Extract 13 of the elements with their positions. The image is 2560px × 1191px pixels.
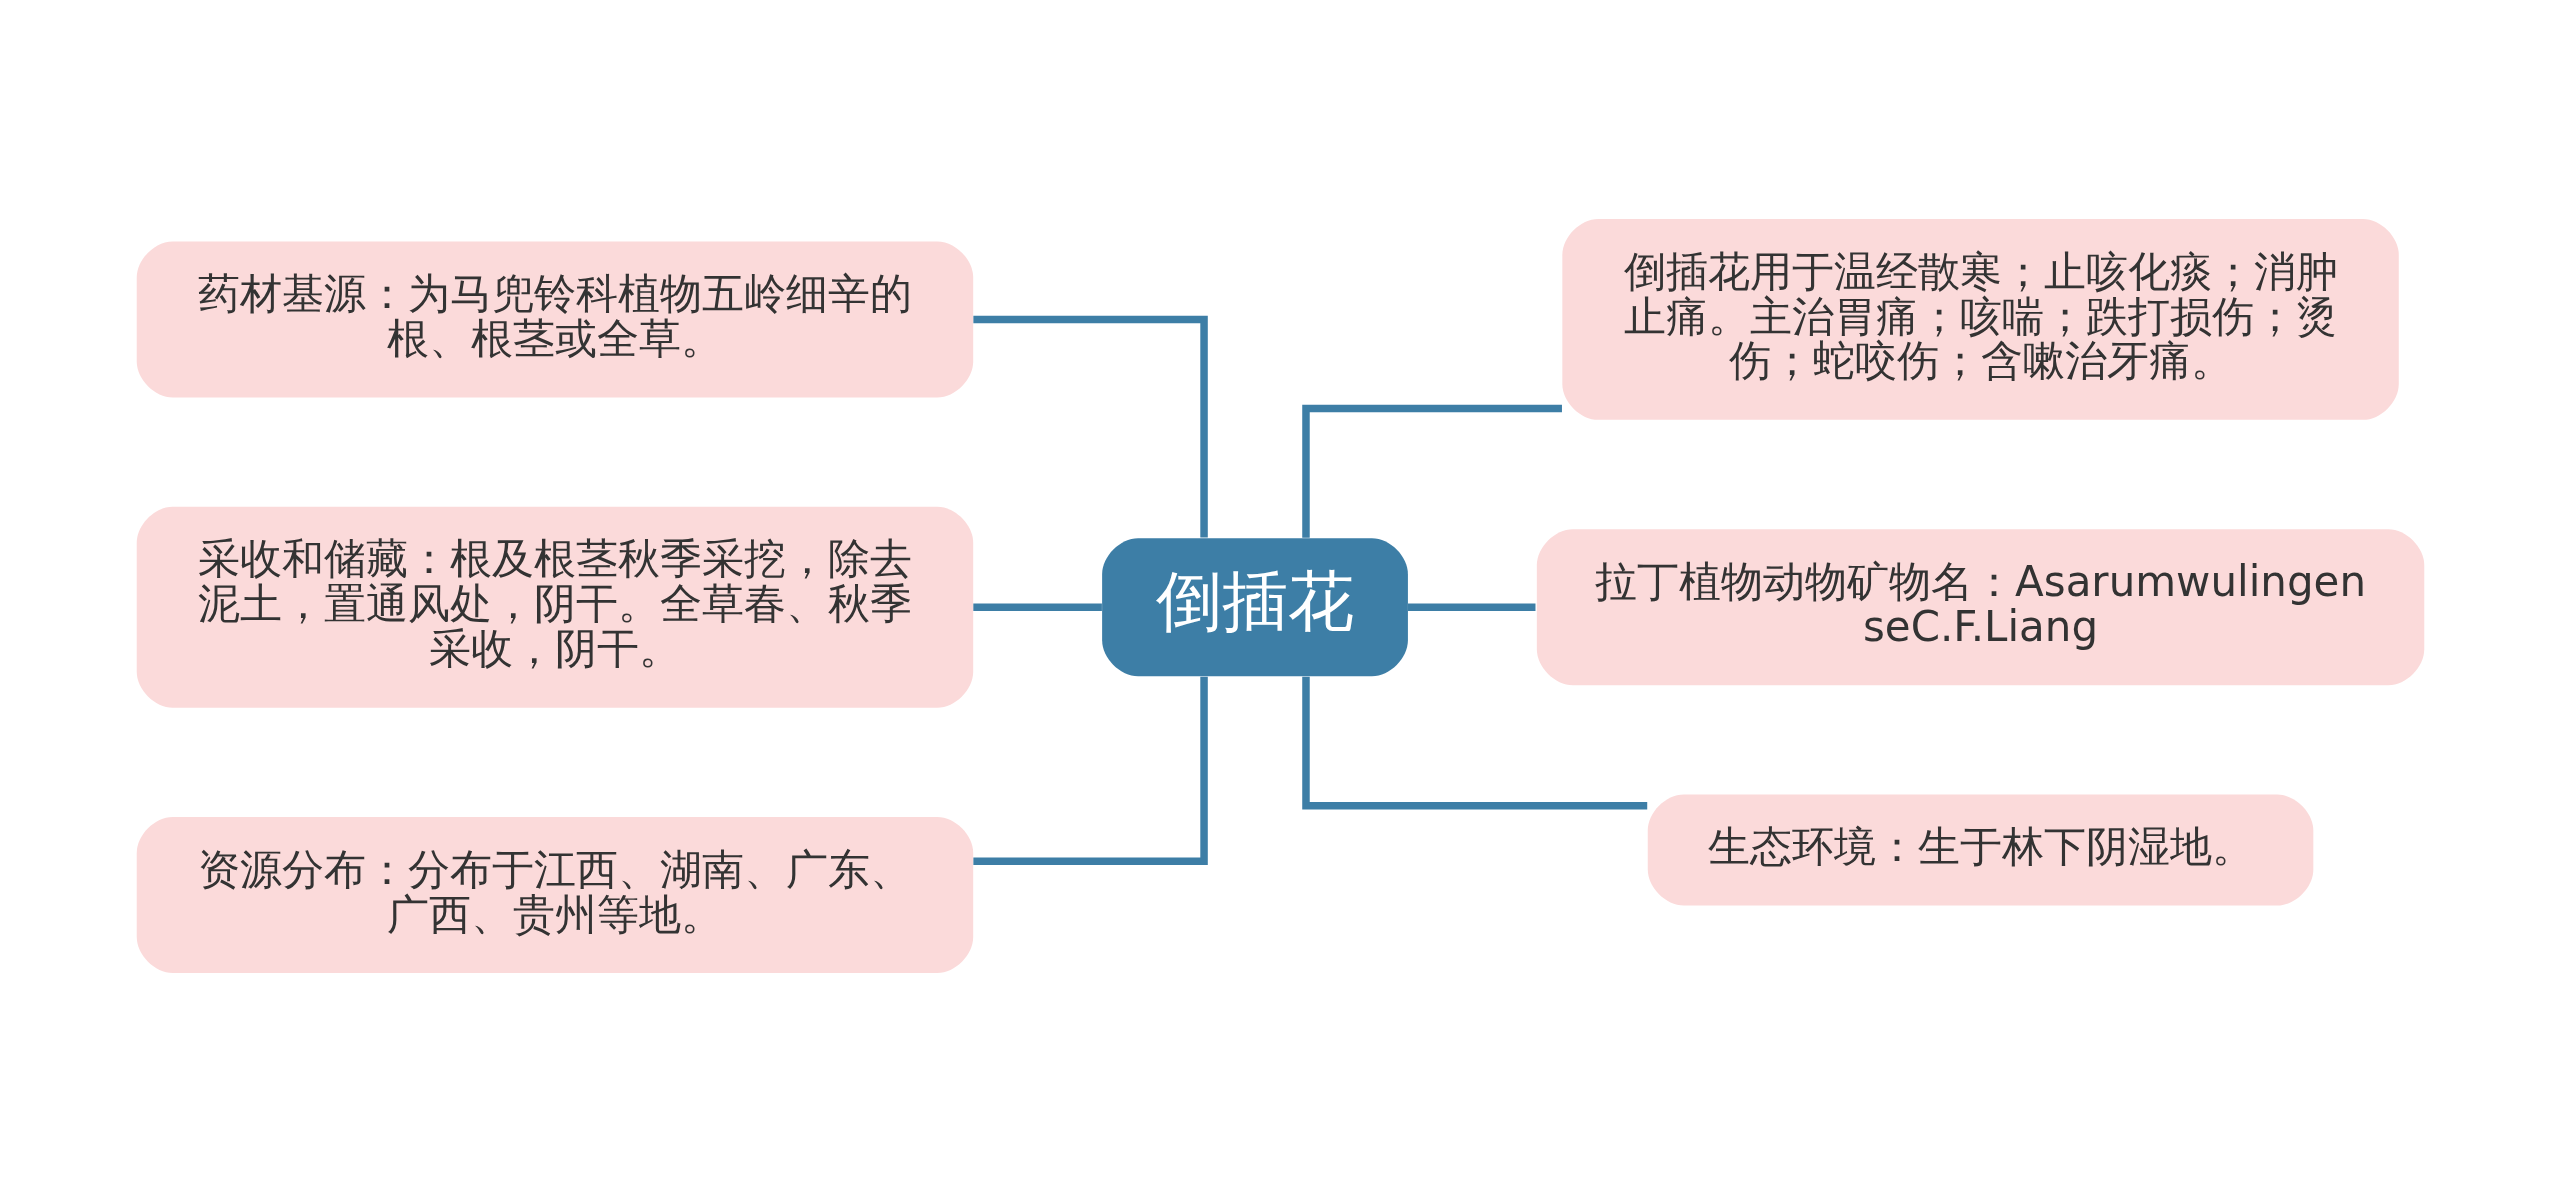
node-box: 倒插花 [1101, 537, 1408, 676]
node-box: 拉丁植物动物矿物名：AsarumwulingenseC.F.Liang [1536, 528, 2424, 685]
node-box: 采收和储藏：根及根茎秋季采挖，除去泥土，置通风处，阴干。全草春、秋季采收，阴干。 [136, 506, 973, 708]
node-box: 倒插花用于温经散寒；止咳化痰；消肿止痛。主治胃痛；咳喘；跌打损伤；烫伤；蛇咬伤；含嗽治牙痛。 [1561, 218, 2399, 420]
connector [1301, 404, 1562, 538]
node-box: 药材基源：为马兜铃科植物五岭细辛的根、根茎或全草。 [136, 241, 973, 397]
connector [1301, 676, 1647, 810]
connector [972, 315, 1208, 538]
connector [972, 603, 1102, 611]
connector [1407, 603, 1535, 611]
connector [972, 676, 1208, 865]
node-box: 资源分布：分布于江西、湖南、广东、广西、贵州等地。 [136, 816, 973, 973]
node-box: 生态环境：生于林下阴湿地。 [1647, 794, 2313, 906]
